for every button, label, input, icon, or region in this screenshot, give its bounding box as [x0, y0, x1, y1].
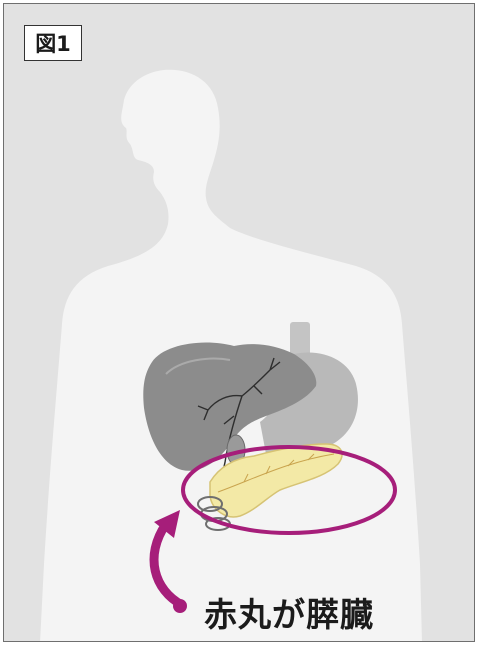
- anatomy-illustration: [4, 4, 475, 642]
- figure-panel: 図1 赤丸が膵臓: [3, 3, 475, 642]
- callout-text: 赤丸が膵臓: [204, 587, 464, 637]
- figure-label: 図1: [24, 25, 82, 61]
